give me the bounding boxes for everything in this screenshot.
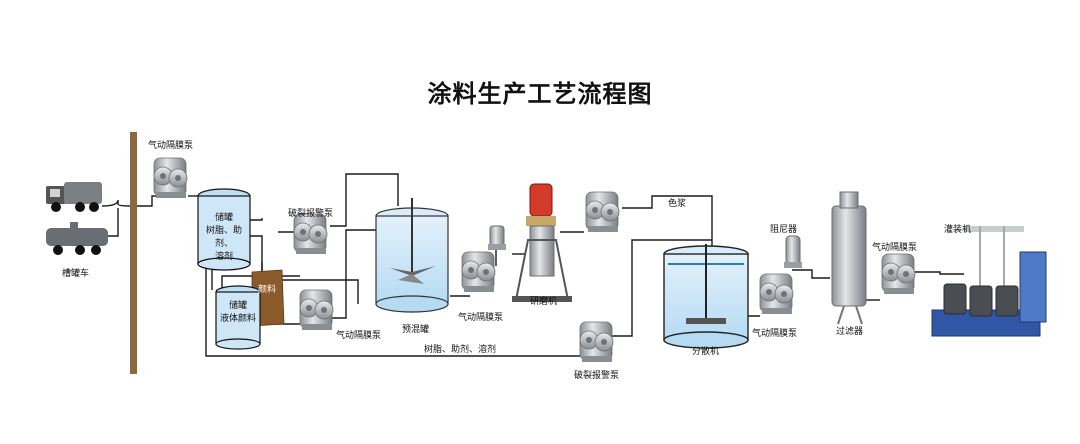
pump-grinder-icon: [585, 191, 620, 233]
pump-right-1-icon: [759, 273, 794, 315]
diagram-title: 涂料生产工艺流程图: [427, 80, 653, 108]
pump-bottom-left-label: 气动隔膜泵: [336, 331, 382, 341]
storage-tank-1-text: 储罐 树脂、助剂、 溶剂: [200, 212, 248, 264]
burst-alarm-pump-2-icon: [579, 321, 614, 363]
pump-right-2-label: 气动隔膜泵: [872, 243, 918, 253]
burst-alarm-pump-1-icon: [293, 213, 328, 255]
burst-alarm-pump-1-label: 破裂报警泵: [288, 209, 334, 219]
pump-mid-icon: [461, 251, 496, 293]
storage-tank-2-line1: 液体颜料: [219, 314, 256, 324]
pump-bottom-left-icon: [299, 289, 334, 331]
pump-mid-label: 气动隔膜泵: [458, 313, 504, 323]
filter-vessel: [831, 191, 867, 325]
storage-tank-2-title: 储罐: [228, 301, 247, 311]
plant-wall: [130, 132, 137, 374]
disperser-label: 分散机: [692, 347, 720, 357]
burst-alarm-pump-2-label: 破裂报警泵: [574, 371, 620, 381]
tanker-label: 槽罐车: [62, 269, 90, 279]
storage-tank-2-text: 储罐 液体颜料: [216, 300, 260, 326]
pigment-bag-label: 颜料: [258, 285, 277, 295]
valve-fitting-icon: [488, 225, 506, 250]
damper-label: 阻尼器: [770, 225, 798, 235]
pump-top-icon: [153, 157, 188, 199]
storage-tank-2: [215, 285, 261, 350]
pump-right-2-icon: [881, 253, 916, 295]
disperser-tank: [663, 244, 749, 349]
grinder-machine: [512, 183, 572, 302]
damper-icon: [784, 235, 802, 268]
pipe-resin-label: 树脂、助剂、溶剂: [424, 345, 497, 355]
filter-label: 过滤器: [836, 327, 864, 337]
storage-tank-1-line2: 溶剂: [214, 252, 233, 262]
premix-tank-label: 预混罐: [402, 325, 430, 335]
tanker-truck-2-icon: [46, 222, 108, 255]
pump-right-1-label: 气动隔膜泵: [752, 329, 798, 339]
tanker-truck-1-icon: [46, 182, 102, 212]
filling-machine-label: 灌装机: [944, 225, 972, 235]
premix-tank: [375, 198, 449, 313]
pump-top-label: 气动隔膜泵: [148, 141, 194, 151]
storage-tank-1-line1: 树脂、助剂、: [205, 226, 242, 249]
filling-machine: [931, 226, 1047, 337]
color-paste-label: 色浆: [668, 199, 687, 209]
storage-tank-1-title: 储罐: [214, 213, 233, 223]
grinder-label: 研磨机: [530, 297, 558, 307]
storage-tank-1: [197, 188, 251, 271]
